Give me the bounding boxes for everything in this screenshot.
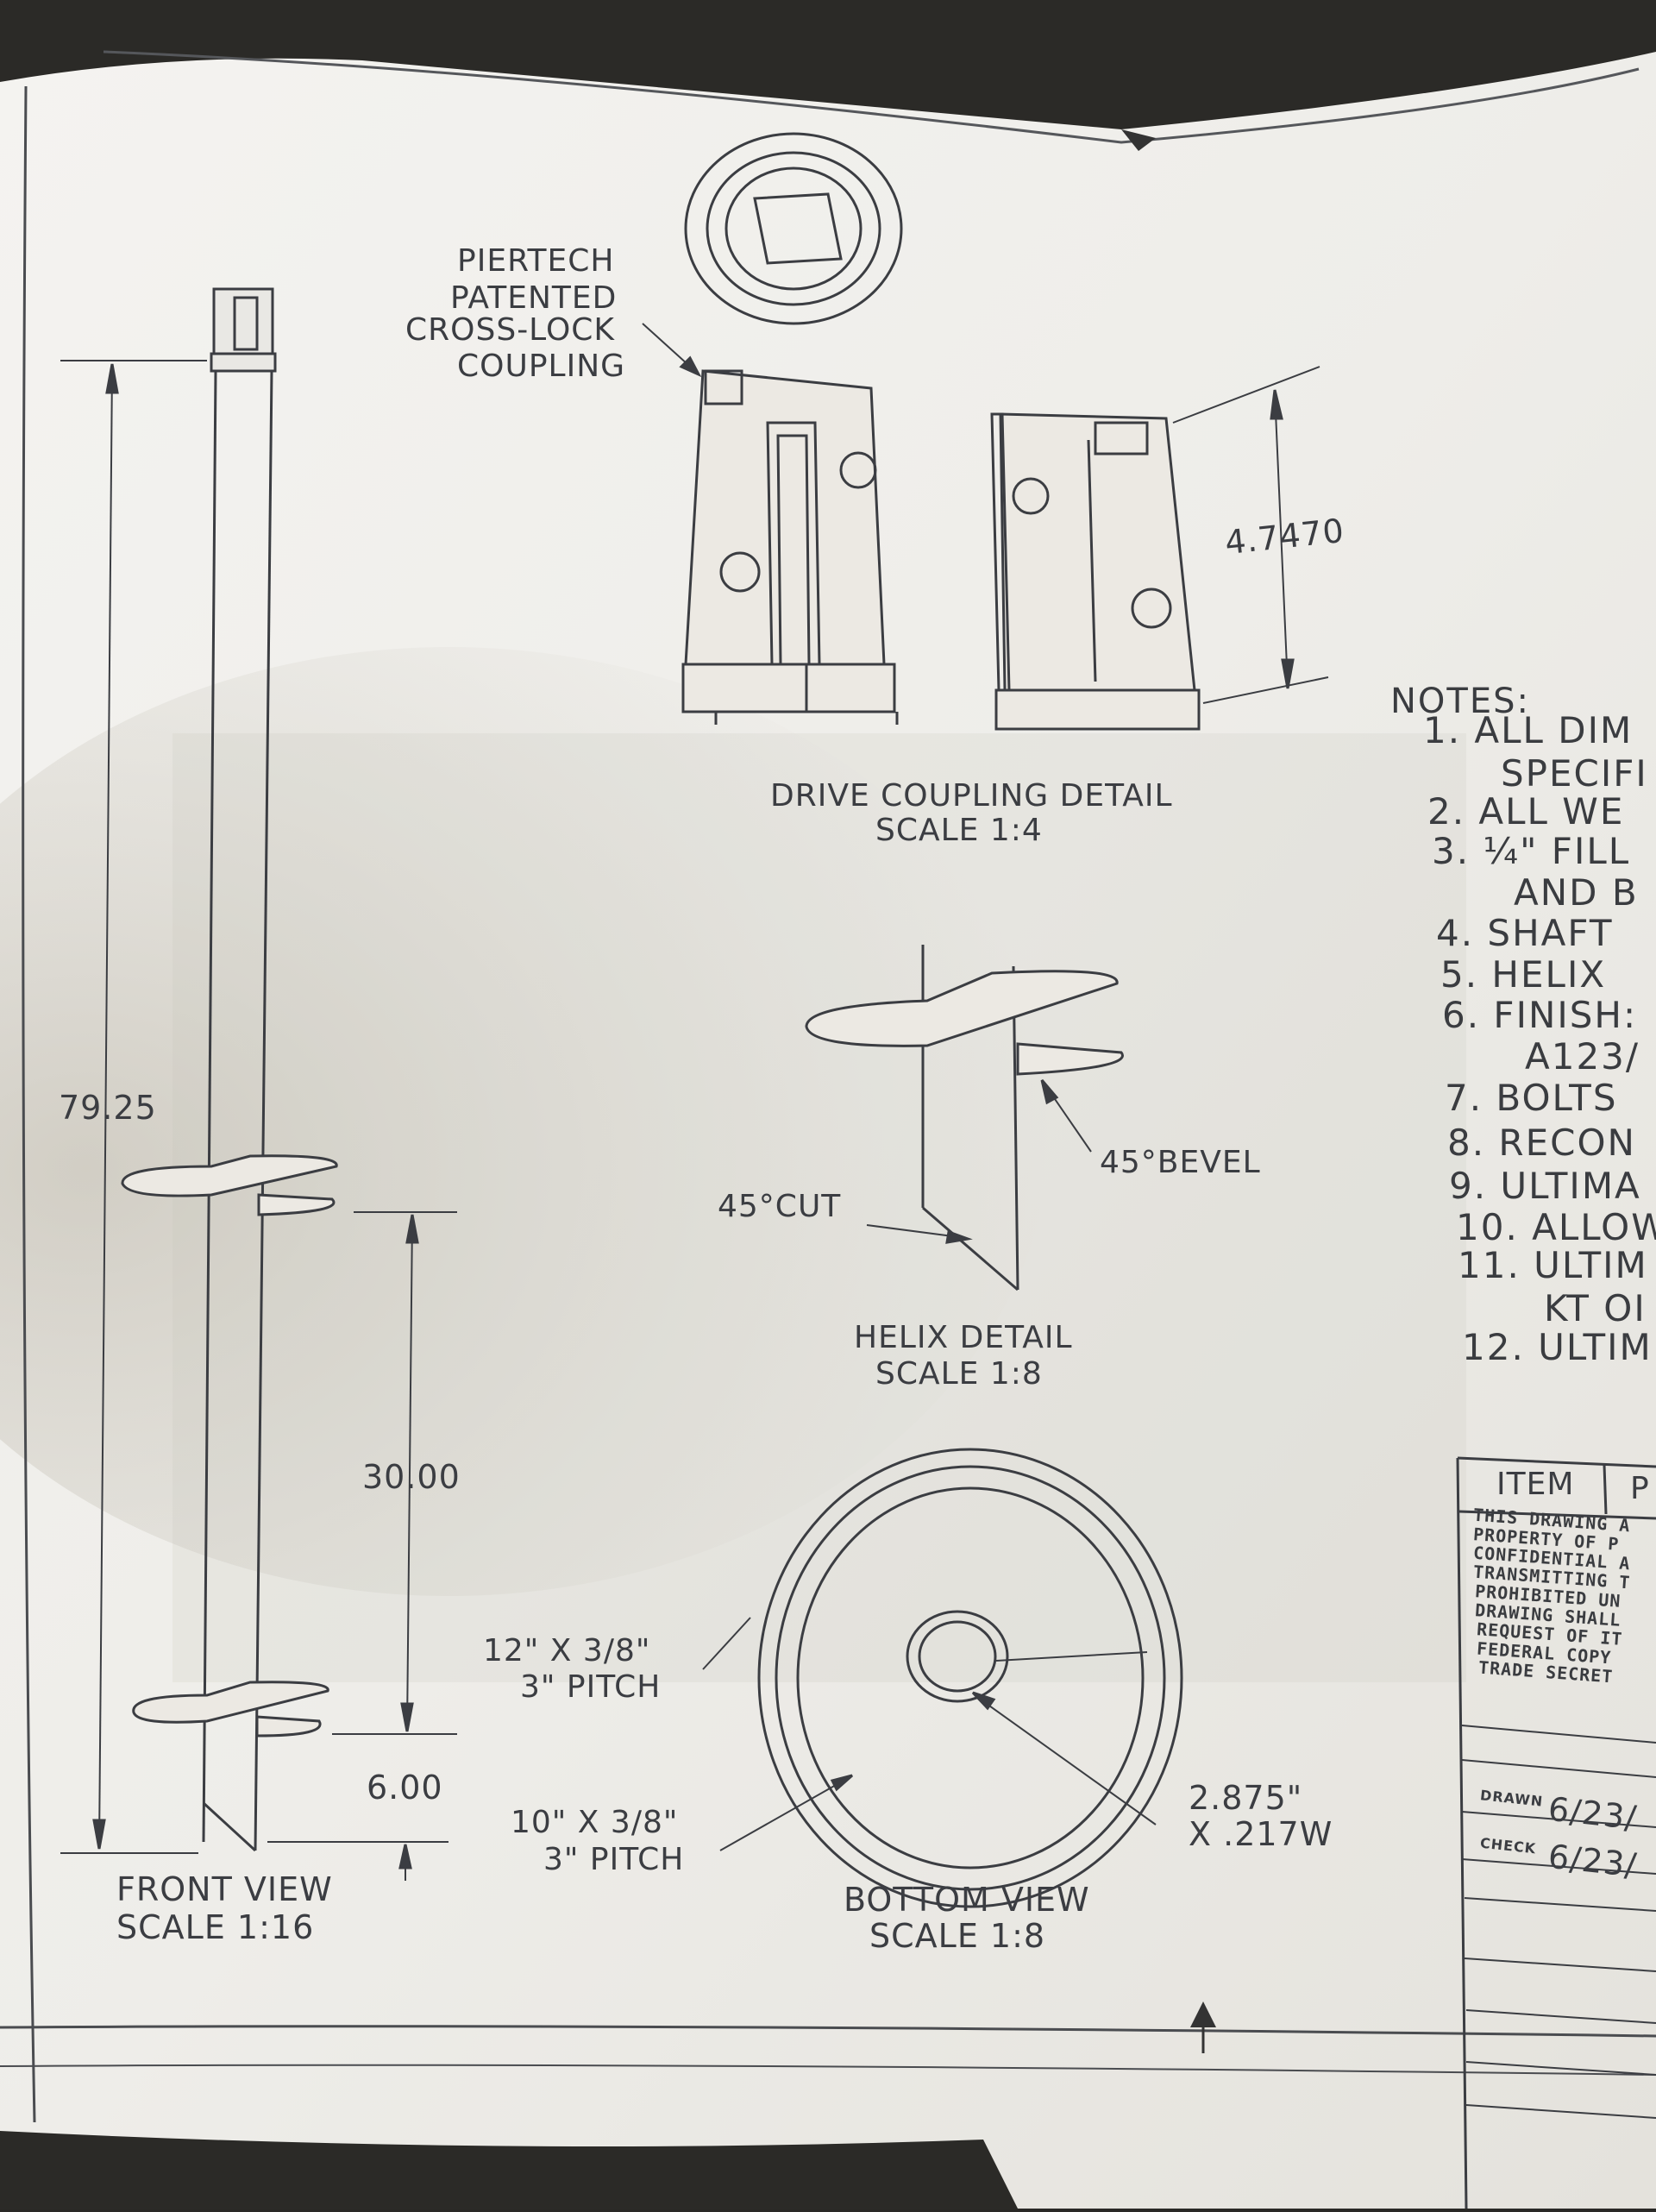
note-line: 7. BOLTS <box>1445 1077 1618 1119</box>
helix-bevel-label: 45°BEVEL <box>1100 1145 1261 1180</box>
note-line: 5. HELIX <box>1440 953 1607 996</box>
note-line: 12. ULTIM <box>1462 1326 1653 1368</box>
note-line: 2. ALL WE <box>1427 790 1625 833</box>
coupling-callout-line-2: PATENTED <box>450 280 618 316</box>
drive-coupling-scale: SCALE 1:4 <box>875 813 1043 848</box>
drive-coupling-drawing <box>642 132 1329 731</box>
front-view-title: FRONT VIEW <box>116 1870 333 1908</box>
bottom-view-drawing <box>702 1448 1183 1908</box>
note-line: 11. ULTIM <box>1458 1244 1648 1286</box>
note-line: 9. ULTIMA <box>1449 1165 1641 1207</box>
note-line: 3. ¼" FILL <box>1432 830 1631 872</box>
lower-helix-size: 10" X 3/8" <box>511 1805 679 1840</box>
title-block-item-header: ITEM <box>1496 1467 1575 1502</box>
shaft-diameter: 2.875" <box>1189 1779 1303 1817</box>
title-block <box>1456 1456 1656 2209</box>
drive-coupling-title: DRIVE COUPLING DETAIL <box>770 778 1173 814</box>
note-line: 4. SHAFT <box>1436 912 1614 954</box>
note-line: SPECIFI <box>1501 752 1648 795</box>
helix-detail-drawing <box>805 945 1124 1291</box>
note-line: 10. ALLOW <box>1456 1206 1656 1248</box>
note-line: 1. ALL DIM <box>1423 709 1634 751</box>
title-block-part-header: P <box>1630 1471 1650 1506</box>
note-line: 6. FINISH: <box>1442 994 1638 1036</box>
upper-helix-size: 12" X 3/8" <box>483 1633 651 1668</box>
note-line: A123/ <box>1525 1035 1640 1078</box>
bottom-view-scale: SCALE 1:8 <box>869 1917 1046 1955</box>
lower-helix-pitch: 3" PITCH <box>543 1842 685 1877</box>
helix-cut-label: 45°CUT <box>718 1189 842 1224</box>
helix-spacing-dimension: 30.00 <box>362 1458 461 1496</box>
front-view-drawing <box>60 287 457 1881</box>
note-line: 8. RECON <box>1447 1122 1636 1164</box>
shaft-wall: X .217W <box>1189 1815 1333 1853</box>
overall-length-dimension: 79.25 <box>59 1089 157 1127</box>
helix-detail-scale: SCALE 1:8 <box>875 1356 1043 1392</box>
bottom-view-title: BOTTOM VIEW <box>844 1881 1090 1919</box>
coupling-callout-line-3: CROSS-LOCK <box>405 312 616 348</box>
note-line: KT OI <box>1544 1287 1647 1329</box>
helix-detail-title: HELIX DETAIL <box>854 1320 1073 1355</box>
coupling-callout-line-4: COUPLING <box>457 349 626 384</box>
notes-heading: NOTES: <box>1390 682 1530 721</box>
front-view-scale: SCALE 1:16 <box>116 1908 315 1946</box>
note-line: AND B <box>1514 871 1639 914</box>
tip-dimension: 6.00 <box>367 1769 443 1807</box>
coupling-callout-line-1: PIERTECH <box>457 243 615 279</box>
upper-helix-pitch: 3" PITCH <box>520 1669 662 1705</box>
